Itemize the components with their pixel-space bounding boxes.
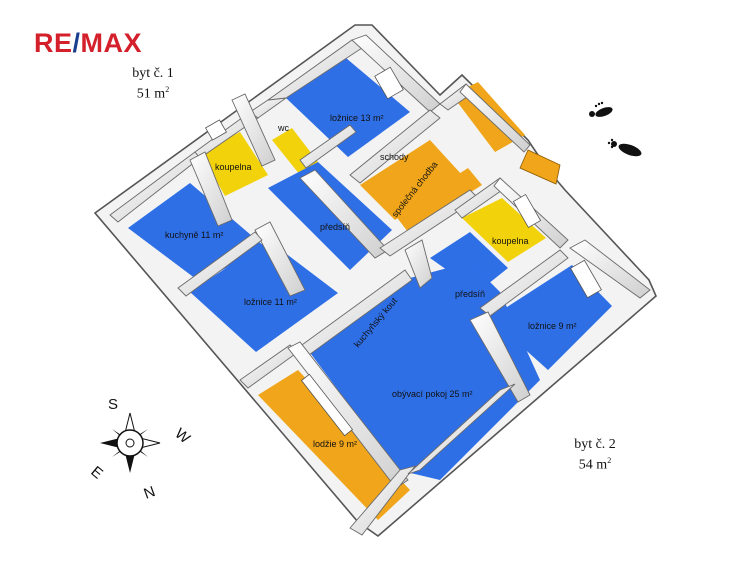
floor-predsin-2 [430,232,508,292]
floor-spolecna-chodba [395,168,482,232]
walls [109,34,651,536]
compass-s: S [108,396,118,413]
unit-2-name: byt č. 2 [574,437,616,452]
label-loznice-11: ložnice 11 m² [244,297,297,307]
floor-schody [360,140,462,220]
remax-logo: RE/MAX [34,30,142,57]
label-koupelna-1: koupelna [215,162,252,172]
unit-1-label: byt č. 1 51 m2 [118,66,188,103]
label-loznice-13: ložnice 13 m² [330,113,384,123]
logo-re: RE [34,28,73,58]
unit-2-label: byt č. 2 54 m2 [560,437,630,474]
unit-1-name: byt č. 1 [132,66,174,81]
label-predsin-2: předsíň [455,289,485,299]
label-koupelna-2: koupelna [492,236,529,246]
label-wc: wc [277,123,289,133]
floor-loznice-13 [286,58,410,157]
outside-steps [519,149,561,185]
label-obyvaci-pokoj: obývací pokoj 25 m² [392,389,473,399]
label-predsin-1: předsíň [320,222,350,232]
compass-w: W [171,425,193,448]
unit-1-area: 51 m2 [136,85,170,102]
floor-loznice-11 [190,240,338,352]
floor-koupelna-2 [462,198,546,262]
logo-slash: / [72,28,81,58]
windows [205,66,602,437]
label-kuchyne: kuchyně 11 m² [165,230,223,240]
label-loznice-9: ložnice 9 m² [528,321,577,331]
compass-e: E [87,463,106,482]
floor-koupelna-1 [200,132,268,196]
label-lodzie: lodžie 9 m² [313,439,357,449]
floor-lodzie [258,370,410,520]
footprints-icon [589,101,642,157]
compass-rose-icon: S W E N [87,396,193,503]
unit-2-area: 54 m2 [578,456,612,473]
compass-n: N [142,483,158,503]
logo-max: MAX [80,28,143,58]
label-schody: schody [380,152,409,162]
